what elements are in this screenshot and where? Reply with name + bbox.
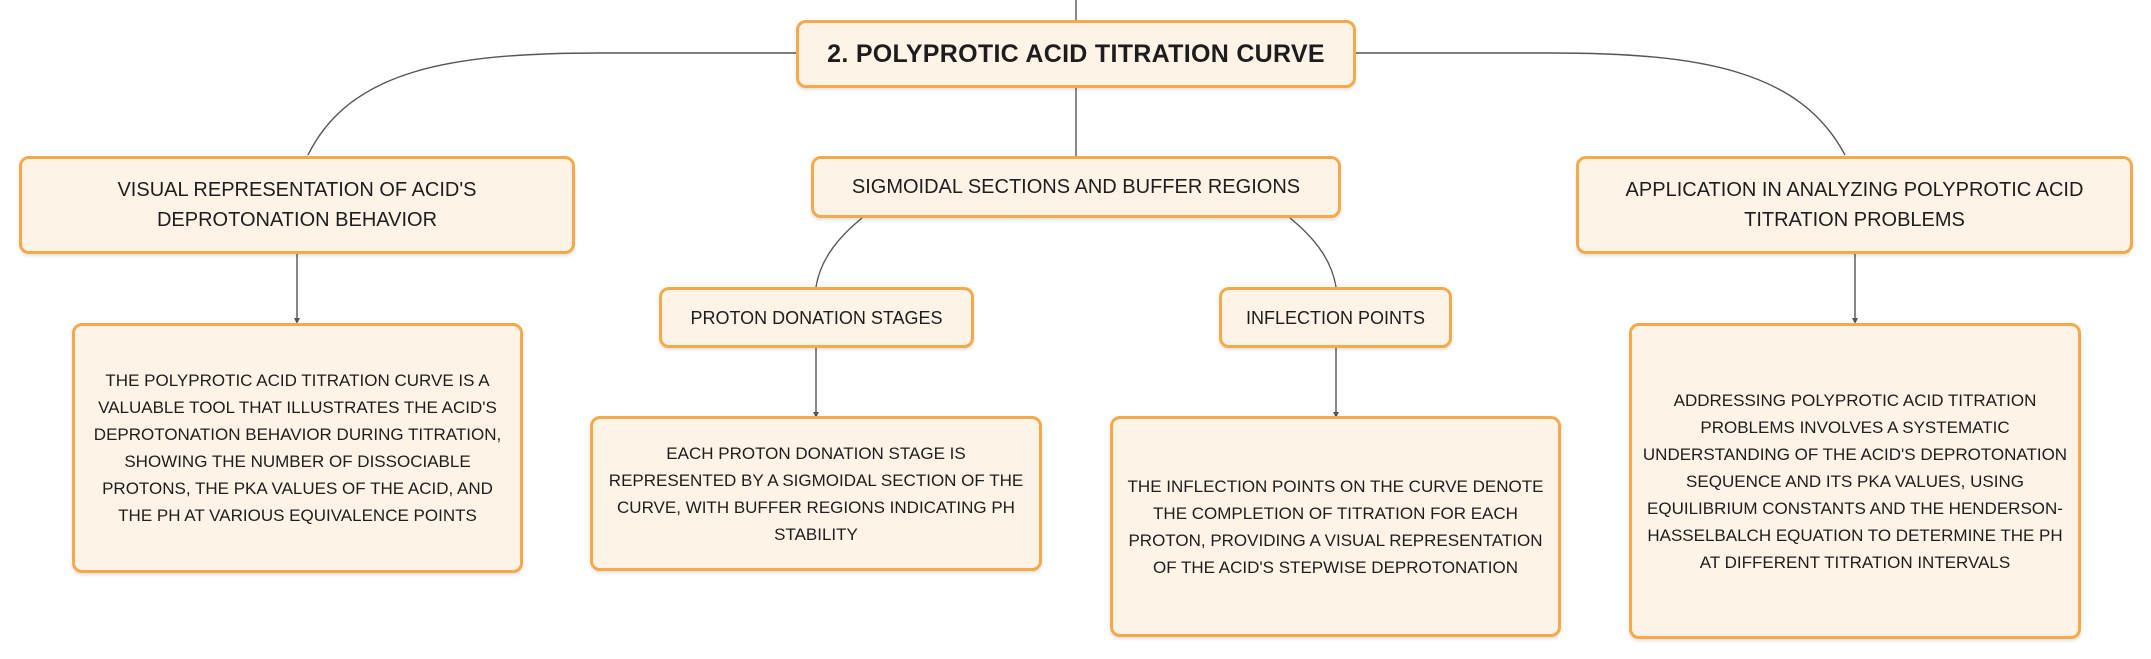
connector-root-application <box>1356 52 1846 156</box>
detail-inflection-points[interactable]: THE INFLECTION POINTS ON THE CURVE DENOT… <box>1110 416 1561 637</box>
detail-inflection-text: THE INFLECTION POINTS ON THE CURVE DENOT… <box>1127 476 1544 577</box>
detail-application[interactable]: ADDRESSING POLYPROTIC ACID TITRATION PRO… <box>1629 323 2081 639</box>
root-label: 2. POLYPROTIC ACID TITRATION CURVE <box>827 39 1325 68</box>
subbranch-proton-label: PROTON DONATION STAGES <box>690 307 943 328</box>
connector-sigmoidal-proton <box>815 217 863 288</box>
detail-proton-text: EACH PROTON DONATION STAGE IS REPRESENTE… <box>608 443 1024 544</box>
detail-visual-representation[interactable]: THE POLYPROTIC ACID TITRATION CURVE IS A… <box>72 323 523 573</box>
subbranch-inflection-points[interactable]: INFLECTION POINTS <box>1219 287 1452 348</box>
root-node[interactable]: 2. POLYPROTIC ACID TITRATION CURVE <box>796 20 1356 88</box>
subbranch-proton-donation[interactable]: PROTON DONATION STAGES <box>659 287 974 348</box>
detail-proton-donation[interactable]: EACH PROTON DONATION STAGE IS REPRESENTE… <box>590 416 1042 571</box>
detail-application-text: ADDRESSING POLYPROTIC ACID TITRATION PRO… <box>1642 390 2068 572</box>
detail-visual-text: THE POLYPROTIC ACID TITRATION CURVE IS A… <box>93 371 502 525</box>
arrowhead-visual-detail <box>294 318 300 324</box>
branch-sigmoidal-label: SIGMOIDAL SECTIONS AND BUFFER REGIONS <box>851 176 1301 198</box>
branch-application[interactable]: APPLICATION IN ANALYZING POLYPROTIC ACID… <box>1576 156 2133 254</box>
branch-visual-label: VISUAL REPRESENTATION OF ACID'S DEPROTON… <box>117 179 477 231</box>
branch-application-label: APPLICATION IN ANALYZING POLYPROTIC ACID… <box>1625 179 2084 231</box>
subbranch-inflection-label: INFLECTION POINTS <box>1245 307 1425 328</box>
branch-sigmoidal-sections[interactable]: SIGMOIDAL SECTIONS AND BUFFER REGIONS <box>811 156 1341 218</box>
arrowhead-inflection-detail <box>1333 412 1339 418</box>
branch-visual-representation[interactable]: VISUAL REPRESENTATION OF ACID'S DEPROTON… <box>19 156 575 254</box>
connector-sigmoidal-inflection <box>1289 217 1337 288</box>
arrowhead-proton-detail <box>813 412 819 418</box>
connector-root-visual <box>307 52 796 156</box>
arrowhead-application-detail <box>1852 318 1858 324</box>
